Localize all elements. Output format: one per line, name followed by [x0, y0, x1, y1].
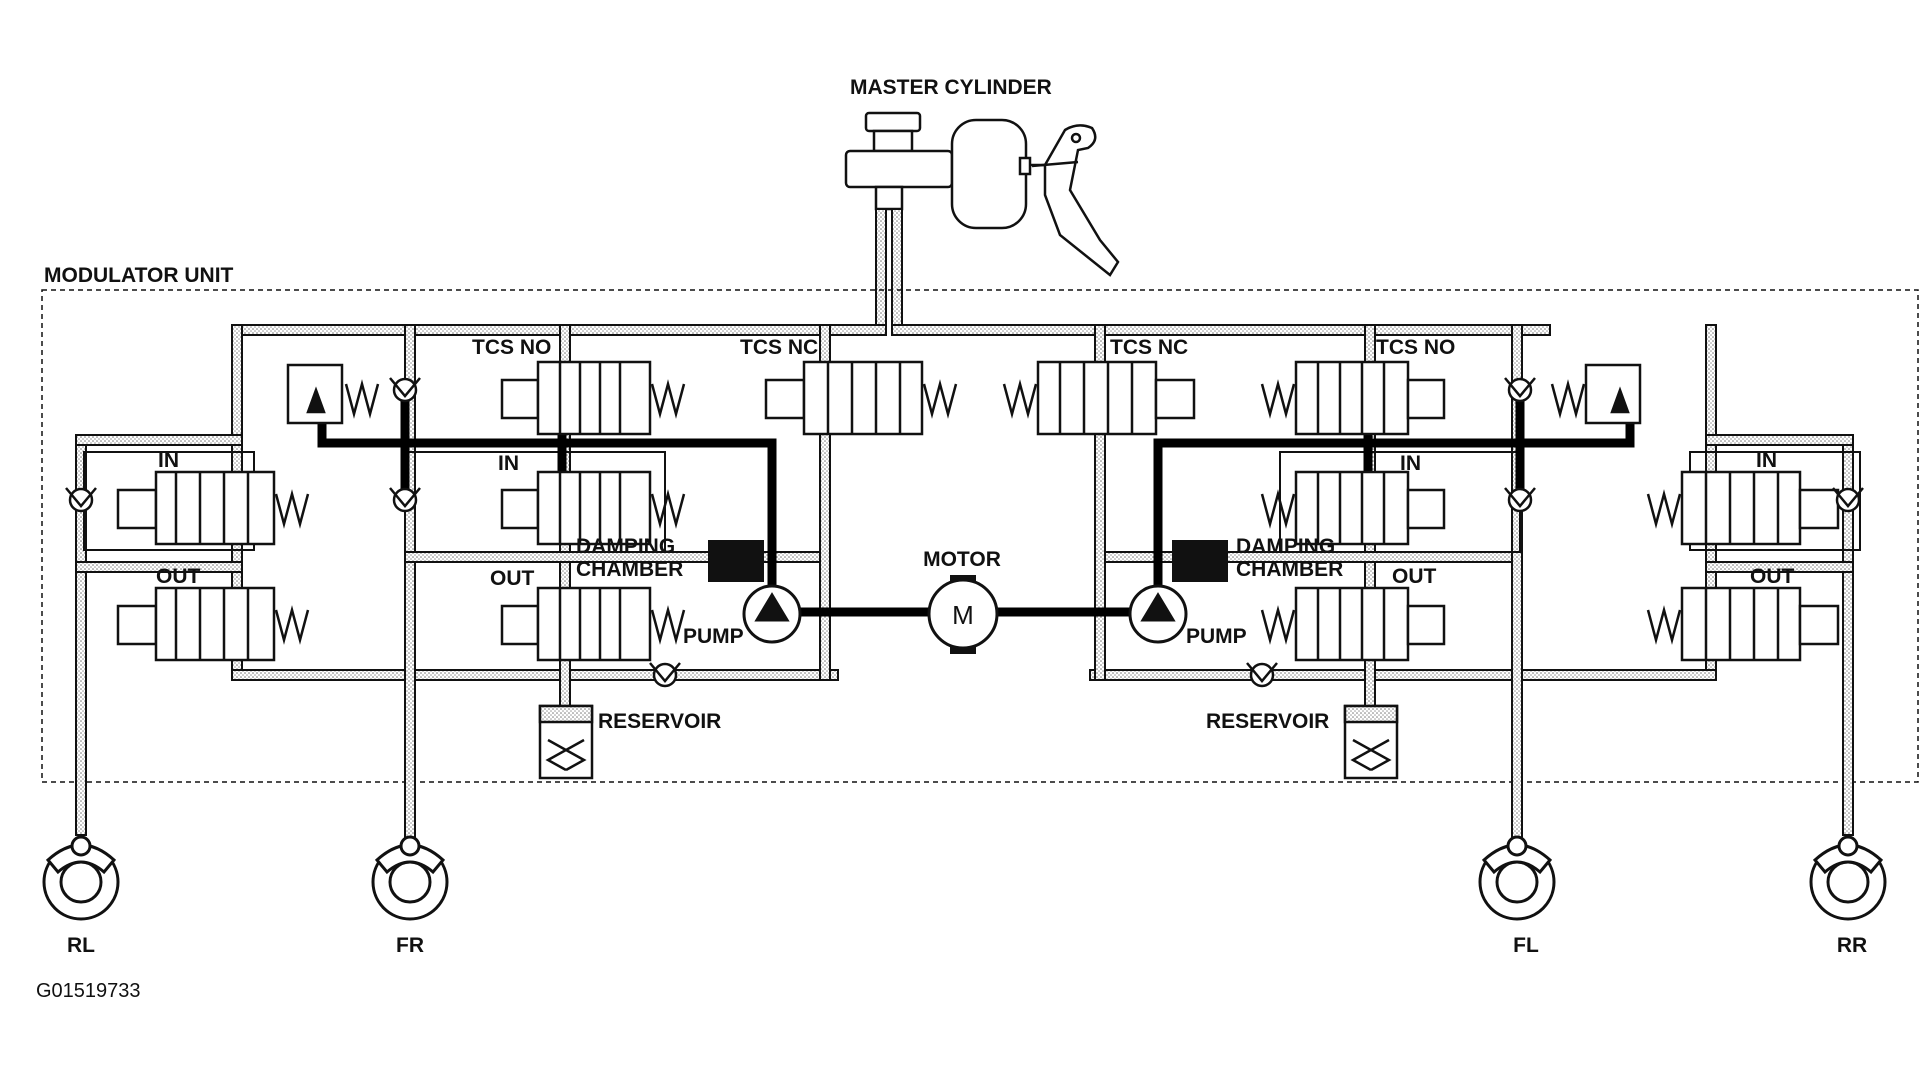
inner-pipe-outlines — [83, 451, 1861, 553]
modulator-unit-box — [41, 289, 1919, 783]
check-valve-right-upper — [1504, 377, 1536, 403]
modulator-unit-label: MODULATOR UNIT — [44, 264, 234, 287]
valve-left-out-outer — [116, 586, 310, 662]
wheel-rl-label: RL — [67, 934, 95, 957]
wheel-fl — [1478, 835, 1556, 921]
right-in-inner-label: IN — [1400, 452, 1421, 475]
motor-label: MOTOR — [923, 548, 1001, 571]
left-in-inner-label: IN — [498, 452, 519, 475]
left-out-inner-label: OUT — [490, 567, 535, 590]
valve-left-tcs-nc — [764, 360, 958, 436]
wheel-rl — [42, 835, 120, 921]
valve-right-relief — [1550, 363, 1642, 425]
check-valve-right-return — [1246, 662, 1278, 688]
reservoir-left — [538, 704, 594, 780]
check-valve-rr — [1832, 487, 1864, 513]
left-reservoir-label: RESERVOIR — [598, 710, 721, 733]
check-valve-left-upper — [389, 377, 421, 403]
check-valve-left-lower — [389, 487, 421, 513]
damping-chamber-left — [708, 540, 764, 582]
reservoir-right — [1343, 704, 1399, 780]
right-out-inner-label: OUT — [1392, 565, 1437, 588]
left-damping-label-2: CHAMBER — [576, 558, 683, 581]
check-valve-right-lower — [1504, 487, 1536, 513]
right-reservoir-label: RESERVOIR — [1206, 710, 1329, 733]
valves — [116, 360, 1840, 662]
check-valve-rl — [65, 487, 97, 513]
right-tcs-no-label: TCS NO — [1376, 336, 1455, 359]
motor — [927, 575, 999, 654]
valve-right-in-inner — [1260, 470, 1446, 546]
right-damping-label-1: DAMPING — [1236, 535, 1335, 558]
wheel-fl-label: FL — [1513, 934, 1539, 957]
right-damping-label-2: CHAMBER — [1236, 558, 1343, 581]
left-in-outer-label: IN — [158, 449, 179, 472]
wheel-rr-label: RR — [1837, 934, 1867, 957]
wheel-fr — [371, 835, 449, 921]
valve-right-in-outer — [1646, 470, 1840, 546]
damping-chamber-right — [1172, 540, 1228, 582]
check-valves — [65, 377, 1864, 688]
valve-left-out-inner — [500, 586, 686, 662]
master-cylinder-label: MASTER CYLINDER — [850, 76, 1052, 99]
pump-right — [1128, 584, 1188, 644]
master-feed-lines — [875, 208, 903, 330]
right-pump-label: PUMP — [1186, 625, 1247, 648]
right-tcs-nc-label: TCS NC — [1110, 336, 1188, 359]
left-damping-label-1: DAMPING — [576, 535, 675, 558]
wheel-fr-label: FR — [396, 934, 424, 957]
wheel-rr — [1809, 835, 1887, 921]
valve-right-tcs-nc — [1002, 360, 1196, 436]
left-pump-label: PUMP — [683, 625, 744, 648]
valve-left-tcs-no — [500, 360, 686, 436]
valve-left-relief — [286, 363, 380, 425]
check-valve-left-return — [649, 662, 681, 688]
valve-left-in-inner — [500, 470, 686, 546]
left-tcs-no-label: TCS NO — [472, 336, 551, 359]
valve-left-in-outer — [116, 470, 310, 546]
valve-right-tcs-no — [1260, 360, 1446, 436]
pump-left — [742, 584, 802, 644]
right-in-outer-label: IN — [1756, 449, 1777, 472]
motor-symbol: M — [952, 600, 974, 630]
right-out-outer-label: OUT — [1750, 565, 1795, 588]
valve-right-out-outer — [1646, 586, 1840, 662]
left-out-outer-label: OUT — [156, 565, 201, 588]
valve-right-out-inner — [1260, 586, 1446, 662]
left-tcs-nc-label: TCS NC — [740, 336, 818, 359]
master-cylinder — [844, 111, 1120, 277]
figure-code: G01519733 — [36, 980, 141, 1002]
